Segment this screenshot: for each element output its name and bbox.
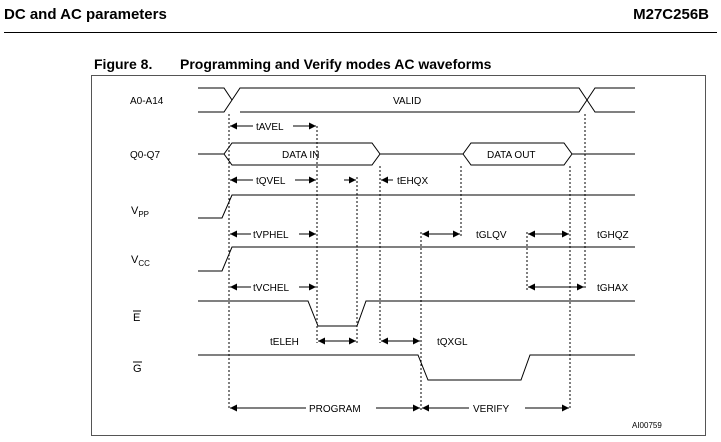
tvchel-label: tVCHEL xyxy=(253,283,290,294)
program-label: PROGRAM xyxy=(309,404,361,415)
data-out-label: DATA OUT xyxy=(487,150,536,161)
data-bus-waveform xyxy=(198,142,635,166)
figure-number: Figure 8. xyxy=(94,56,153,72)
teleh-label: tELEH xyxy=(270,337,299,348)
addr-bus-waveform xyxy=(198,87,635,113)
signal-label-addr: A0-A14 xyxy=(130,96,164,107)
verify-label: VERIFY xyxy=(473,404,509,415)
tqxgl-label: tQXGL xyxy=(437,337,468,348)
g-waveform xyxy=(198,354,635,381)
part-number: M27C256B xyxy=(633,6,709,23)
header-rule xyxy=(4,32,717,33)
section-title: DC and AC parameters xyxy=(4,6,167,23)
figure-ref-code: AI00759 xyxy=(632,421,662,430)
tqvel-label: tQVEL xyxy=(256,176,286,187)
tavel-label: tAVEL xyxy=(256,122,284,133)
signal-label-g: G xyxy=(133,363,142,375)
e-waveform xyxy=(198,300,635,327)
signal-label-vpp: VPP xyxy=(131,205,149,219)
vcc-waveform xyxy=(198,246,635,272)
tehqx-label: tEHQX xyxy=(397,176,428,187)
signal-label-e: E xyxy=(133,312,140,324)
signal-label-data: Q0-Q7 xyxy=(130,150,160,161)
figure-title: Programming and Verify modes AC waveform… xyxy=(180,56,492,72)
figure-frame xyxy=(91,75,706,436)
tghqz-label: tGHQZ xyxy=(597,230,629,241)
vpp-waveform xyxy=(198,194,635,219)
tghax-label: tGHAX xyxy=(597,283,628,294)
valid-label: VALID xyxy=(393,96,421,107)
signal-label-vcc: VCC xyxy=(131,254,150,268)
data-in-label: DATA IN xyxy=(282,150,319,161)
tglqv-label: tGLQV xyxy=(476,230,507,241)
tvphel-label: tVPHEL xyxy=(253,230,289,241)
